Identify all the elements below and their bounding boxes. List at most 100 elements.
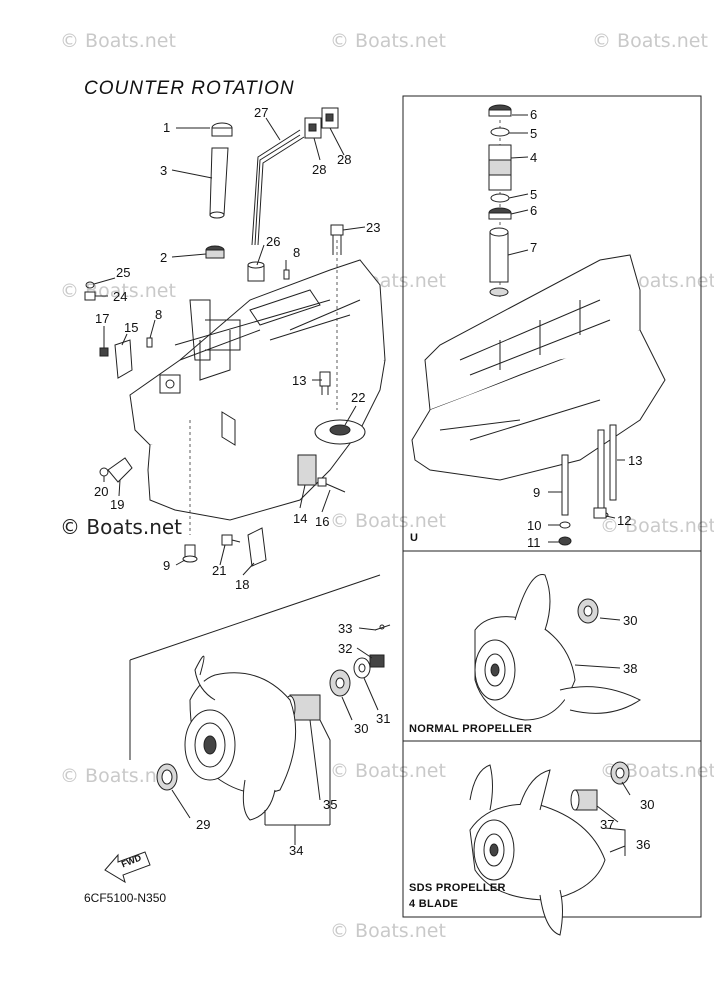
- part-8b-dowel: [146, 337, 153, 348]
- callout-35: 35: [323, 797, 338, 812]
- part-9-bolt: [182, 544, 198, 563]
- callout-u13: 13: [628, 453, 643, 468]
- callout-u5a: 5: [530, 126, 538, 141]
- part-u7-tube: [489, 227, 509, 297]
- sds-part-30-spacer: [610, 761, 630, 785]
- part-u5a-washer: [490, 127, 510, 137]
- part-21-bolt: [221, 534, 241, 546]
- callout-34: 34: [289, 843, 304, 858]
- part-20-washer: [99, 467, 109, 477]
- part-u11-nut: [558, 536, 572, 546]
- propeller-bracket: [129, 574, 381, 760]
- callout-28a: 28: [312, 162, 327, 177]
- callout-n30: 30: [623, 613, 638, 628]
- part-17-nut: [99, 347, 109, 357]
- callout-25: 25: [116, 265, 131, 280]
- part-19-trim: [107, 457, 133, 483]
- part-22-anode: [314, 419, 366, 445]
- callout-13: 13: [292, 373, 307, 388]
- callout-19: 19: [110, 497, 125, 512]
- watermark: © Boats.net: [60, 765, 176, 787]
- callout-28b: 28: [337, 152, 352, 167]
- part-15-clip: [114, 339, 133, 379]
- callout-26: 26: [266, 234, 281, 249]
- watermark: © Boats.net: [60, 515, 183, 539]
- part-18-cover: [247, 527, 267, 567]
- part-29-spacer: [156, 763, 178, 791]
- leader-lines: [93, 114, 631, 856]
- callout-2: 2: [160, 250, 168, 265]
- callout-33: 33: [338, 621, 353, 636]
- callout-8a: 8: [293, 245, 301, 260]
- callout-31: 31: [376, 711, 391, 726]
- callout-u12: 12: [617, 513, 632, 528]
- callout-20: 20: [94, 484, 109, 499]
- callout-u4: 4: [530, 150, 538, 165]
- callout-21: 21: [212, 563, 227, 578]
- callout-16: 16: [315, 514, 330, 529]
- panel-u-casing: [411, 254, 666, 481]
- callout-22: 22: [351, 390, 366, 405]
- part-27-tube: [251, 129, 305, 246]
- callout-u7: 7: [530, 240, 538, 255]
- part-16-bolt: [317, 477, 346, 493]
- part-u4-sleeve: [488, 144, 512, 191]
- part-33-pin: [374, 624, 391, 631]
- fwd-arrow-icon: [104, 851, 151, 884]
- callout-u6a: 6: [530, 107, 538, 122]
- callout-u6b: 6: [530, 203, 538, 218]
- normal-propeller: [474, 574, 641, 721]
- callout-14: 14: [293, 511, 308, 526]
- part-2-grommet: [205, 245, 225, 259]
- watermark: © Boats.net: [600, 515, 714, 537]
- part-13-bolt: [319, 371, 331, 395]
- watermark: © Boats.net: [330, 920, 446, 942]
- callout-30: 30: [354, 721, 369, 736]
- part-u12-bolt: [593, 507, 607, 519]
- part-8-dowel: [283, 269, 290, 280]
- callout-32: 32: [338, 641, 353, 656]
- sds-blade-label: 4 BLADE: [409, 898, 459, 910]
- callout-s36: 36: [636, 837, 651, 852]
- normal-propeller-label: NORMAL PROPELLER: [409, 723, 533, 735]
- part-3-water-tube: [209, 147, 229, 219]
- part-u10-washer: [559, 521, 571, 529]
- callout-3: 3: [160, 163, 168, 178]
- lower-casing: [129, 259, 386, 521]
- sds-propeller-label: SDS PROPELLER: [409, 882, 506, 894]
- part-24-plug: [84, 291, 96, 301]
- normal-part-30-spacer: [577, 598, 599, 624]
- callout-17: 17: [95, 311, 110, 326]
- callout-15: 15: [124, 320, 139, 335]
- part-u6b-ring: [488, 207, 512, 220]
- callout-23: 23: [366, 220, 381, 235]
- part-26-seal: [247, 261, 265, 282]
- part-28-grommets: [304, 107, 339, 139]
- callout-8b: 8: [155, 307, 163, 322]
- part-u9-bolt: [561, 454, 569, 516]
- callout-27: 27: [254, 105, 269, 120]
- part-14-cover: [297, 454, 317, 486]
- diagram-code: 6CF5100-N350: [84, 891, 167, 905]
- callout-24: 24: [113, 289, 128, 304]
- panel-u-label: U: [410, 532, 419, 544]
- watermark: © Boats.net: [330, 30, 446, 52]
- part-25-oring: [85, 281, 95, 289]
- callout-n38: 38: [623, 661, 638, 676]
- callout-u10: 10: [527, 518, 542, 533]
- callout-29: 29: [196, 817, 211, 832]
- watermark: © Boats.net: [592, 30, 708, 52]
- sds-part-37-bushing: [570, 789, 598, 811]
- part-u5b-washer: [490, 193, 510, 203]
- part-34-propeller: [184, 655, 297, 821]
- callout-u5b: 5: [530, 187, 538, 202]
- part-1-bushing: [211, 122, 233, 137]
- diagram-title: COUNTER ROTATION: [84, 78, 295, 99]
- callout-9: 9: [163, 558, 171, 573]
- part-32-nut: [369, 654, 385, 668]
- sds-propeller: [469, 764, 606, 936]
- watermark: © Boats.net: [330, 760, 446, 782]
- callout-s37: 37: [600, 817, 615, 832]
- callout-u9: 9: [533, 485, 541, 500]
